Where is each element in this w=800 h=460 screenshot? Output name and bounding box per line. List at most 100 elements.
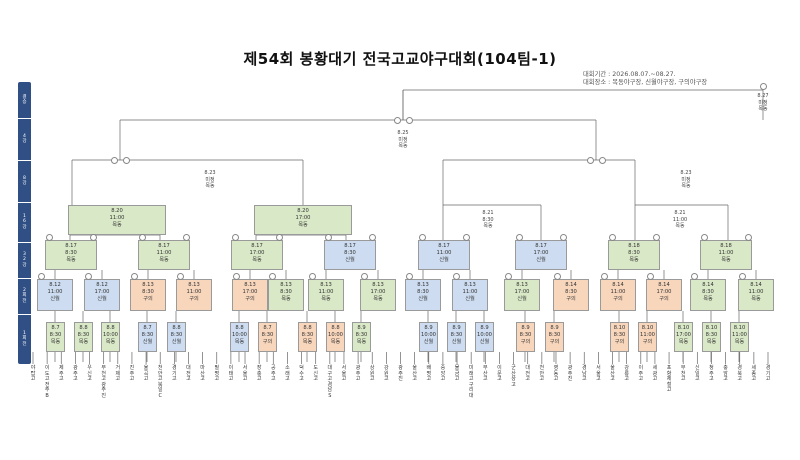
- match-date: 8.17: [535, 243, 547, 249]
- r2-slot-marker: [452, 272, 460, 280]
- team-name: 강릉고: [624, 365, 629, 383]
- round-divider: [18, 278, 31, 279]
- match-place: 목동: [703, 296, 713, 302]
- match-place: 목동: [281, 296, 291, 302]
- match-place: 신월: [439, 257, 449, 263]
- match-place: 목동: [205, 183, 215, 189]
- r32-slot-marker: [45, 233, 53, 241]
- round-divider: [18, 242, 31, 243]
- r32-slot-marker: [368, 233, 376, 241]
- team-name: 마산고: [200, 365, 205, 383]
- match-time: 11:00: [47, 289, 63, 295]
- team-name: 서울고: [341, 365, 347, 383]
- team-name: 필명고: [214, 365, 220, 383]
- match-date: 8.9: [357, 325, 366, 331]
- match-place: 목동: [112, 222, 122, 228]
- match-date: 8.10: [733, 325, 746, 331]
- match-time: 8:30: [613, 332, 626, 338]
- match-place: 구의: [262, 339, 273, 345]
- match-date: 8.23: [680, 170, 692, 176]
- qf-slot-marker: [598, 156, 606, 164]
- tournament-venue: 대회장소 : 목동야구장, 신월야구장, 구의야구장: [583, 79, 708, 86]
- match-date: 8.9: [424, 325, 433, 331]
- match-time: 17:00: [514, 289, 530, 295]
- match-date: 8.17: [438, 243, 450, 249]
- match-date: 8.7: [51, 325, 60, 331]
- match-place: 목동: [721, 257, 731, 263]
- team-name: 천안고: [539, 365, 545, 383]
- team-name: 중앙고: [440, 365, 446, 383]
- match-date: 8.20: [111, 208, 123, 214]
- match-time: 11:00: [672, 216, 688, 223]
- team-name: 서울고: [596, 365, 601, 383]
- team-name: 이태고: [228, 365, 234, 383]
- match-date: 8.8: [172, 325, 181, 331]
- match-date: 8.12: [49, 282, 61, 288]
- match-time: 8:30: [142, 289, 154, 295]
- match-place: 구의: [189, 296, 199, 302]
- match-date: 8.13: [464, 282, 476, 288]
- match-time: 17:00: [370, 289, 386, 295]
- r32-slot-marker: [700, 233, 708, 241]
- match-place: 목동: [373, 296, 383, 302]
- r32-slot-marker: [275, 233, 283, 241]
- match-place: 신월: [451, 339, 462, 345]
- team-name: 도신고: [313, 365, 318, 383]
- team-name: 이도고 전주B: [44, 365, 50, 399]
- match-time: 10:00: [421, 332, 436, 338]
- match-place: 신월: [142, 339, 153, 345]
- match-date: 8.8: [235, 325, 244, 331]
- match-place: 구의: [566, 296, 576, 302]
- match-place: 목동: [298, 222, 308, 228]
- semi-slot-marker: [393, 116, 401, 124]
- match-time: 10:00: [232, 332, 247, 338]
- team-name: 경기고: [172, 365, 177, 383]
- match-time: 8:30: [301, 332, 314, 338]
- match-date: 8.8: [79, 325, 88, 331]
- match-time: 17:00: [242, 289, 258, 295]
- match-time: 8:30: [65, 250, 77, 256]
- match-time: 8:30: [705, 332, 718, 338]
- round-divider: [18, 202, 31, 203]
- match-place: 목동: [398, 143, 408, 149]
- match-time: 11:00: [610, 289, 626, 295]
- team-name: 미래고 구리대: [468, 365, 474, 399]
- match-place: 신월: [345, 257, 355, 263]
- match-place: 목동: [675, 223, 685, 229]
- match-place: 목동: [234, 339, 245, 345]
- r32-slot-marker: [231, 233, 239, 241]
- match-place: 목동: [356, 339, 367, 345]
- match-place: 목동: [252, 257, 262, 263]
- match-place: 목동: [50, 339, 61, 345]
- team-name: 제주고: [58, 365, 64, 383]
- r2-slot-marker: [738, 272, 746, 280]
- match-date: 8.8: [303, 325, 312, 331]
- match-place: 목동: [321, 296, 331, 302]
- match-date: 8.13: [280, 282, 292, 288]
- match-place: 목동: [105, 339, 116, 345]
- team-name: 이주고: [638, 365, 644, 383]
- team-name: 장충고: [256, 365, 262, 383]
